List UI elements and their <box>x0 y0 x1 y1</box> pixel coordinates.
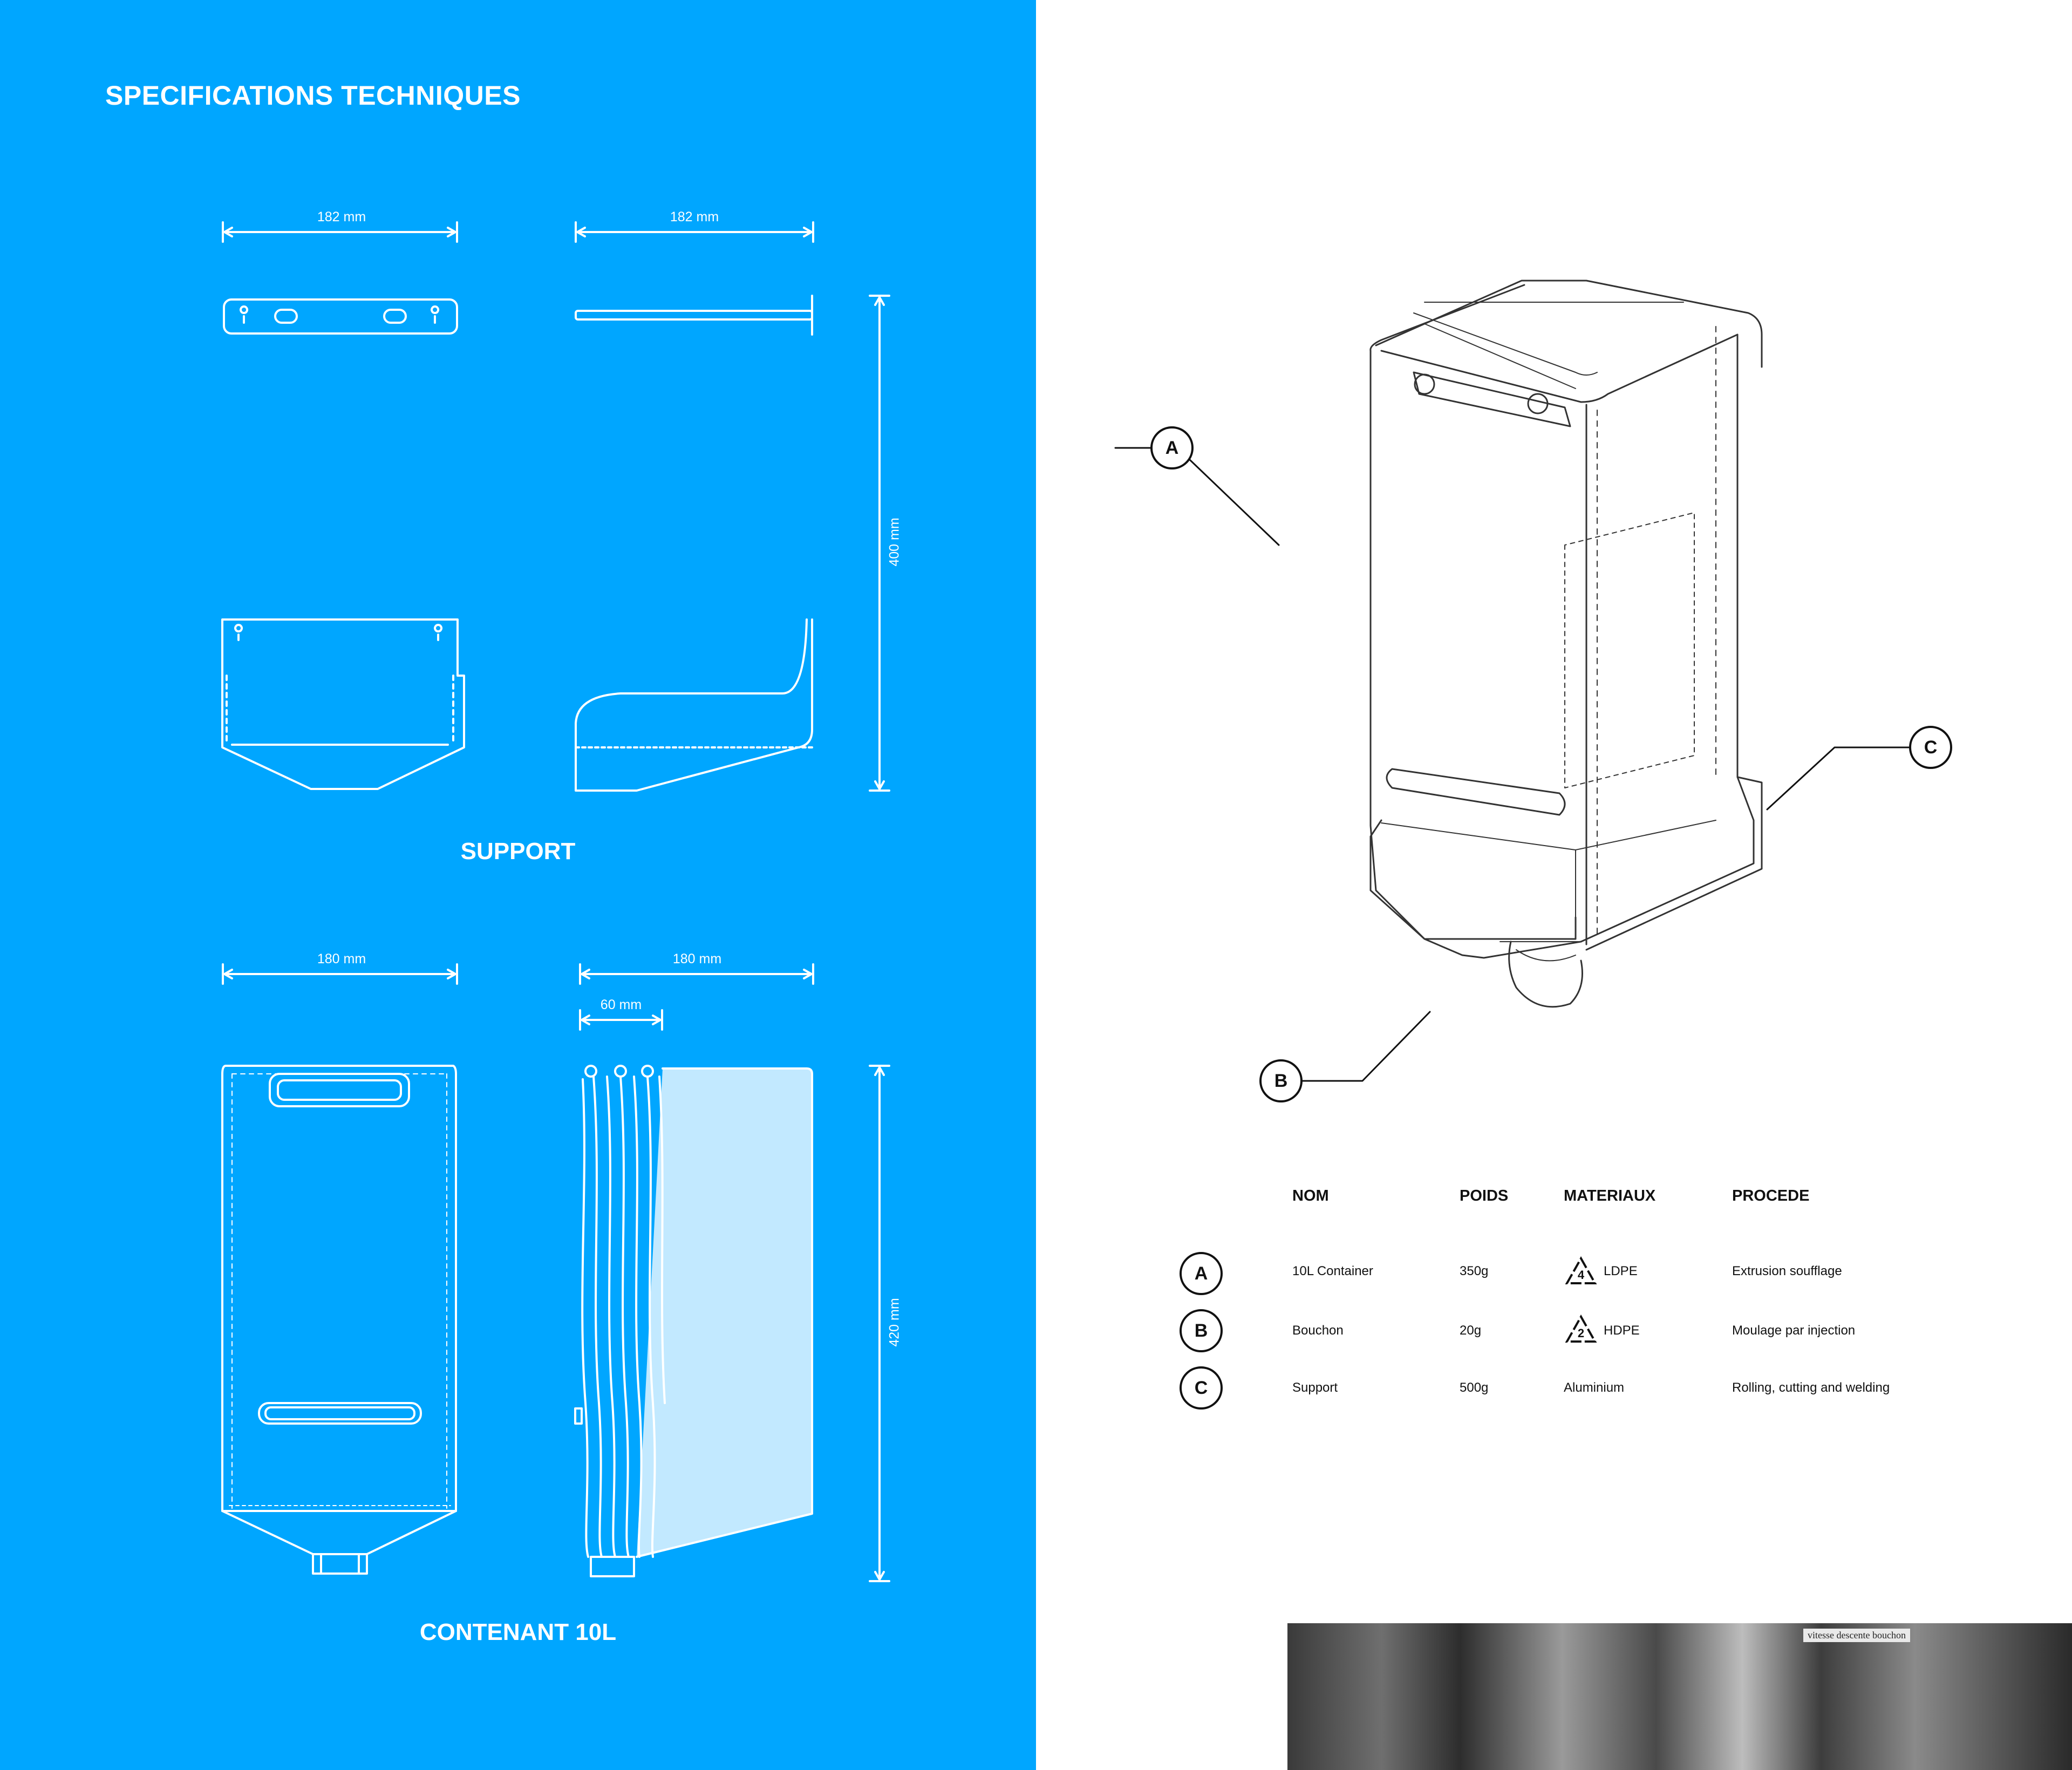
table-row-b-poids: 20g <box>1460 1323 1482 1338</box>
header-poids: POIDS <box>1460 1187 1509 1204</box>
table-row-c-poids: 500g <box>1460 1380 1489 1395</box>
svg-text:4: 4 <box>1578 1268 1585 1282</box>
container-front-width-label: 180 mm <box>317 951 366 966</box>
support-front-width-label: 182 mm <box>317 209 366 224</box>
support-front-view <box>221 618 465 790</box>
factory-photo-sign: vitesse descente bouchon <box>1803 1629 1910 1642</box>
recycle-ldpe-icon: 4 <box>1565 1256 1597 1284</box>
isometric-drawing <box>1114 280 1911 1082</box>
table-row-b-materiau: HDPE <box>1604 1323 1640 1338</box>
container-front-width-dimension <box>222 963 458 985</box>
support-side-view <box>575 618 813 792</box>
container-section-label: CONTENANT 10L <box>419 1619 617 1645</box>
callout-c: C <box>1909 726 1952 769</box>
header-materiaux: MATERIAUX <box>1564 1187 1656 1204</box>
table-row-c-badge: C <box>1180 1366 1223 1410</box>
callout-b: B <box>1259 1059 1303 1102</box>
table-row-a-nom: 10L Container <box>1292 1264 1373 1278</box>
table-row-a-badge: A <box>1180 1252 1223 1295</box>
container-side-width-label: 180 mm <box>672 951 722 966</box>
technical-specs-panel: SPECIFICATIONS TECHNIQUES <box>0 0 1036 1770</box>
factory-photo: vitesse descente bouchon <box>1287 1623 2072 1770</box>
container-isometric <box>1369 280 1763 1008</box>
callout-c-leader <box>1766 746 1911 811</box>
support-front-width-dimension <box>222 221 458 243</box>
support-section-label: SUPPORT <box>460 838 576 864</box>
header-nom: NOM <box>1292 1187 1329 1204</box>
container-depth-label: 60 mm <box>600 997 642 1012</box>
support-height-dimension <box>869 295 890 792</box>
table-row-a-poids: 350g <box>1460 1264 1489 1278</box>
support-top-view-front <box>223 298 458 335</box>
table-row-c-nom: Support <box>1292 1380 1338 1395</box>
table-row-a-procede: Extrusion soufflage <box>1732 1264 1842 1278</box>
support-height-label: 400 mm <box>887 518 902 567</box>
container-height-dimension <box>869 1065 890 1582</box>
container-side-width-dimension <box>579 963 814 985</box>
container-front-view <box>221 1065 457 1575</box>
container-height-label: 420 mm <box>887 1298 902 1347</box>
table-row-b-badge: B <box>1180 1309 1223 1352</box>
support-side-width-label: 182 mm <box>670 209 719 224</box>
svg-text:2: 2 <box>1578 1326 1584 1340</box>
table-row-c-procede: Rolling, cutting and welding <box>1732 1380 1890 1395</box>
table-row-c-materiau: Aluminium <box>1564 1380 1625 1395</box>
callout-a: A <box>1150 426 1194 469</box>
callout-a-leader <box>1114 447 1280 546</box>
product-overview-panel: A C B <box>1036 0 2072 1770</box>
container-depth-dimension <box>579 1009 663 1031</box>
recycle-hdpe-icon: 2 <box>1565 1315 1597 1343</box>
table-row-a-materiau: LDPE <box>1604 1264 1638 1278</box>
container-side-view <box>574 1065 813 1577</box>
support-side-width-dimension <box>575 221 814 243</box>
table-row-b-nom: Bouchon <box>1292 1323 1344 1338</box>
header-procede: PROCEDE <box>1732 1187 1810 1204</box>
page-title: SPECIFICATIONS TECHNIQUES <box>105 80 521 111</box>
support-top-view-side <box>575 295 813 336</box>
technical-drawings <box>221 221 890 1582</box>
table-row-b-procede: Moulage par injection <box>1732 1323 1856 1338</box>
callout-b-leader <box>1280 1011 1431 1082</box>
